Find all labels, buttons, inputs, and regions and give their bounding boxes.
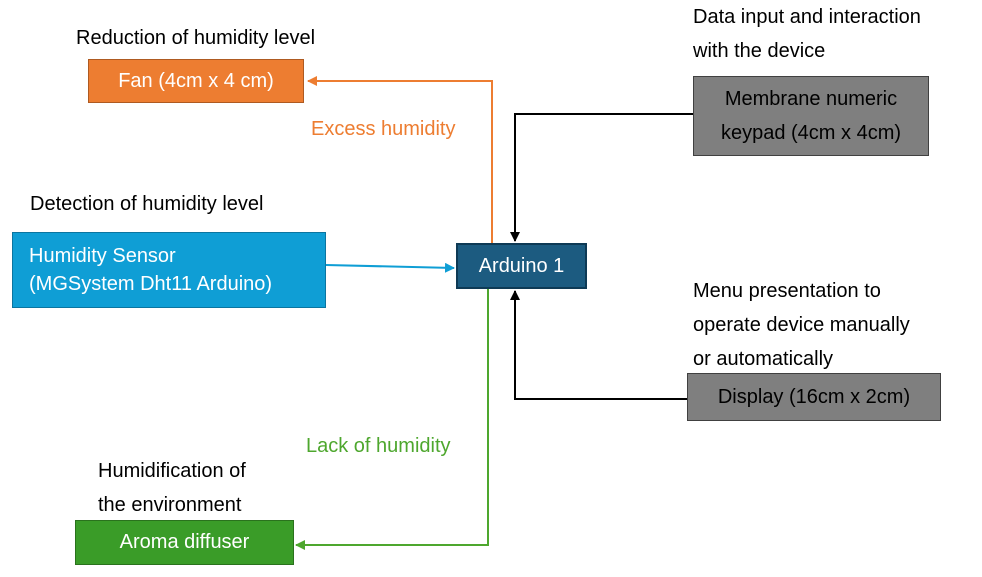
aroma-diffuser-node-label: Aroma diffuser <box>119 531 250 553</box>
fan-node: Fan (4cm x 4 cm) <box>88 59 304 103</box>
caption-aroma-line1: Humidification of <box>98 460 246 482</box>
edge-sensor-to-arduino <box>325 262 455 273</box>
edge-keypad-to-arduino <box>510 113 693 242</box>
keypad-node: Membrane numeric keypad (4cm x 4cm) <box>693 76 929 156</box>
caption-keypad-line2: with the device <box>693 40 826 62</box>
caption-aroma: Humidification of the environment <box>98 454 246 522</box>
caption-display-line1: Menu presentation to <box>693 280 881 302</box>
caption-keypad: Data input and interaction with the devi… <box>693 0 921 68</box>
arduino-node-label: Arduino 1 <box>478 254 565 277</box>
caption-keypad-line1: Data input and interaction <box>693 6 921 28</box>
edge-display-to-arduino <box>510 290 687 400</box>
caption-aroma-line2: the environment <box>98 494 242 516</box>
edge-arduino-to-aroma <box>295 289 489 550</box>
humidity-sensor-node: Humidity Sensor (MGSystem Dht11 Arduino) <box>12 232 326 308</box>
caption-display: Menu presentation to operate device manu… <box>693 274 910 376</box>
keypad-label-line1: Membrane numeric <box>724 88 898 110</box>
display-node: Display (16cm x 2cm) <box>687 373 941 421</box>
edge-label-lack-of-humidity: Lack of humidity <box>306 435 451 457</box>
aroma-diffuser-node: Aroma diffuser <box>75 520 294 565</box>
arduino-node: Arduino 1 <box>456 243 587 289</box>
caption-sensor: Detection of humidity level <box>30 193 264 215</box>
caption-fan: Reduction of humidity level <box>76 27 316 49</box>
edge-arduino-to-fan <box>307 76 493 243</box>
edge-label-excess-humidity: Excess humidity <box>311 118 456 140</box>
caption-display-line3: or automatically <box>693 348 834 370</box>
humidity-sensor-label-line1: Humidity Sensor <box>29 245 176 267</box>
display-node-label: Display (16cm x 2cm) <box>717 385 911 408</box>
humidity-sensor-label-line2: (MGSystem Dht11 Arduino) <box>29 273 273 295</box>
caption-display-line2: operate device manually <box>693 314 910 336</box>
fan-node-label: Fan (4cm x 4 cm) <box>118 69 274 92</box>
keypad-label-line2: keypad (4cm x 4cm) <box>720 122 902 144</box>
